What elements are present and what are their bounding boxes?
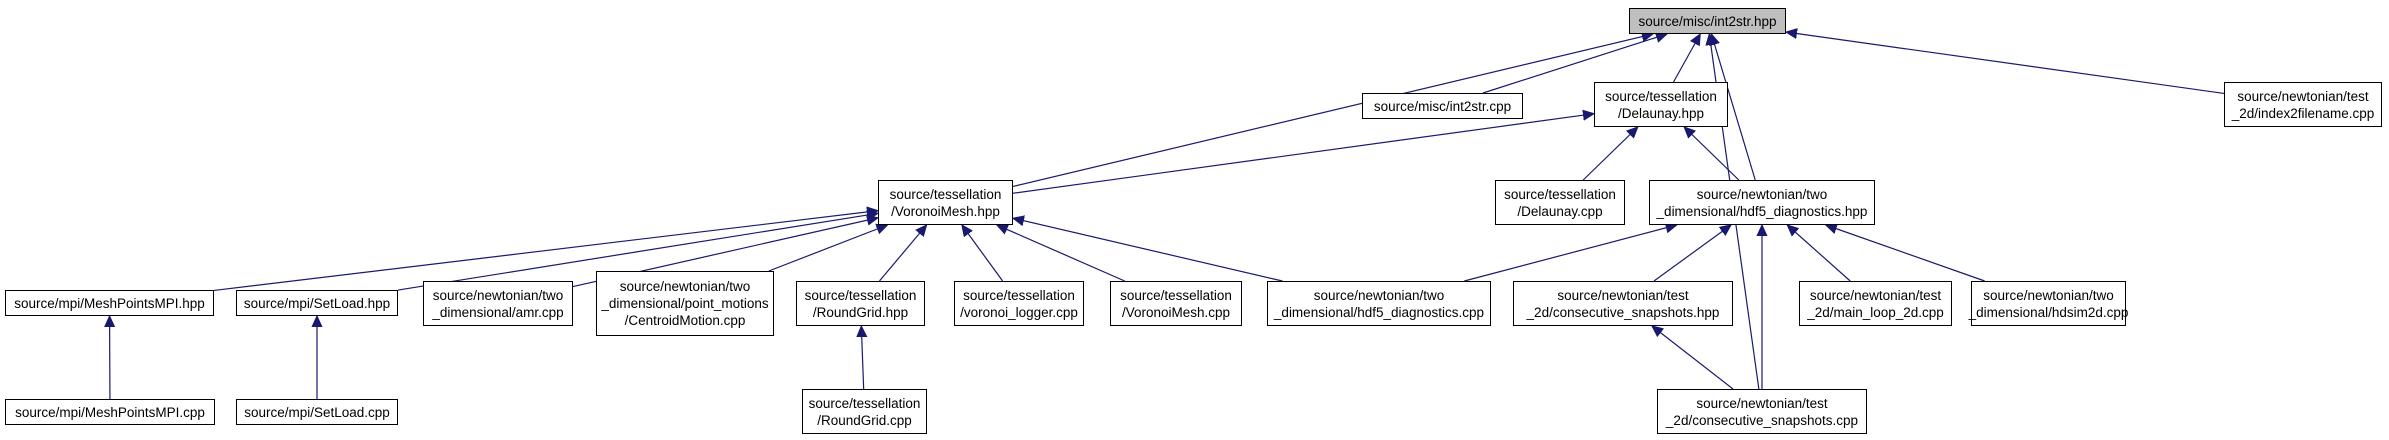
node-label-line: source/mpi/SetLoad.hpp [243, 295, 391, 311]
node-label-line: _2d/consecutive_snapshots.hpp [1526, 304, 1720, 320]
node-label-line: source/newtonian/two [1983, 287, 2114, 303]
edge-n14-to-n4 [1013, 218, 1283, 282]
edge-n12-to-n4 [962, 225, 1004, 282]
edge-n4-to-n0 [1012, 34, 1653, 188]
node-tessellation-delaunay-cpp[interactable]: source/tessellation/Delaunay.cpp [1495, 180, 1625, 225]
node-label-line: _2d/consecutive_snapshots.cpp [1665, 412, 1859, 428]
node-label-line: source/mpi/MeshPointsMPI.cpp [15, 404, 205, 420]
node-two-dimensional-hdsim2d-cpp[interactable]: source/newtonian/two_dimensional/hdsim2d… [1968, 281, 2129, 326]
node-label-line: source/misc/int2str.cpp [1373, 98, 1512, 114]
node-label-line: source/newtonian/test [1696, 395, 1828, 411]
node-mpi-meshpointsmpi-hpp[interactable]: source/mpi/MeshPointsMPI.hpp [5, 290, 214, 316]
edge-n5-to-n2 [1582, 127, 1638, 181]
edge-n1-to-n0 [1482, 34, 1667, 94]
node-tessellation-delaunay-hpp[interactable]: source/tessellation/Delaunay.hpp [1594, 82, 1728, 127]
node-two-dimensional-amr-cpp[interactable]: source/newtonian/two_dimensional/amr.cpp [423, 281, 573, 326]
node-tessellation-roundgrid-cpp[interactable]: source/tessellation/RoundGrid.cpp [802, 389, 927, 434]
edge-n10-to-n4 [768, 225, 888, 272]
edge-n3-to-n0 [1786, 32, 2225, 95]
node-misc-int2str-hpp[interactable]: source/misc/int2str.hpp [1629, 8, 1786, 34]
edge-n11-to-n4 [878, 225, 926, 282]
node-tessellation-roundgrid-hpp[interactable]: source/tessellation/RoundGrid.hpp [796, 281, 925, 326]
node-test-2d-main-loop-2d-cpp[interactable]: source/newtonian/test_2d/main_loop_2d.cp… [1799, 281, 1952, 326]
node-label-line: /CentroidMotion.cpp [624, 313, 746, 328]
node-label-line: source/newtonian/two [1313, 287, 1445, 303]
node-label-line: /RoundGrid.cpp [817, 412, 912, 428]
node-two-dimensional-hdf5-diagnostics-hpp[interactable]: source/newtonian/two_dimensional/hdf5_di… [1649, 180, 1875, 225]
node-label-line: source/newtonian/test [2237, 88, 2369, 104]
edge-n14-to-n6 [1464, 225, 1676, 282]
node-tessellation-voronoi-logger-cpp[interactable]: source/tessellation/voronoi_logger.cpp [954, 281, 1084, 326]
node-label-line: /VoronoiMesh.hpp [891, 203, 1000, 219]
node-label-line: source/misc/int2str.hpp [1638, 13, 1777, 29]
node-label-line: source/mpi/MeshPointsMPI.hpp [14, 295, 205, 311]
node-label-line: source/tessellation [1504, 186, 1616, 202]
node-label-line: _dimensional/hdsim2d.cpp [1968, 304, 2129, 320]
edge-n21-to-n15 [1652, 326, 1734, 390]
node-test-2d-consecutive-snapshots-cpp[interactable]: source/newtonian/test_2d/consecutive_sna… [1657, 389, 1867, 434]
node-label-line: source/tessellation [808, 395, 921, 411]
node-label-line: _dimensional/point_motions [601, 296, 769, 311]
edge-n15-to-n6 [1653, 225, 1731, 282]
node-label-line: source/newtonian/two [1696, 186, 1828, 202]
node-label-line: /RoundGrid.hpp [812, 304, 909, 320]
node-mpi-setload-hpp[interactable]: source/mpi/SetLoad.hpp [236, 290, 398, 316]
edge-n6-to-n2 [1684, 127, 1740, 181]
node-label-line: source/newtonian/test [1557, 287, 1689, 303]
node-label-line: _2d/main_loop_2d.cpp [1807, 304, 1944, 320]
node-two-dimensional-hdf5-diagnostics-cpp[interactable]: source/newtonian/two_dimensional/hdf5_di… [1267, 281, 1491, 326]
node-label-line: source/tessellation [1605, 88, 1717, 104]
node-tessellation-voronoimesh-hpp[interactable]: source/tessellation/VoronoiMesh.hpp [878, 180, 1013, 225]
node-label-line: _dimensional/hdf5_diagnostics.cpp [1273, 304, 1485, 320]
node-label-line: /VoronoiMesh.cpp [1121, 304, 1231, 320]
edge-n20-to-n11 [861, 326, 863, 390]
edge-n17-to-n6 [1826, 225, 1985, 282]
node-label-line: _2d/index2filename.cpp [2231, 105, 2375, 121]
node-label-line: source/newtonian/test [1809, 287, 1942, 303]
edge-n6-to-n0 [1711, 34, 1756, 181]
node-point-motions-centroidmotion-cpp[interactable]: source/newtonian/two _dimensional/point_m… [596, 271, 774, 336]
node-mpi-meshpointsmpi-cpp[interactable]: source/mpi/MeshPointsMPI.cpp [5, 399, 215, 425]
node-label-line: source/mpi/SetLoad.cpp [244, 404, 390, 420]
edge-n13-to-n4 [997, 225, 1125, 282]
node-label-line: _dimensional/amr.cpp [432, 304, 564, 320]
node-test-2d-index2filename-cpp[interactable]: source/newtonian/test_2d/index2filename.… [2224, 82, 2382, 127]
node-label-line: source/newtonian/two [619, 279, 751, 294]
edge-n8-to-n4 [397, 213, 878, 291]
node-tessellation-voronoimesh-cpp[interactable]: source/tessellation/VoronoiMesh.cpp [1110, 281, 1242, 326]
node-mpi-setload-cpp[interactable]: source/mpi/SetLoad.cpp [236, 399, 398, 425]
node-label-line: _dimensional/hdf5_diagnostics.hpp [1656, 203, 1868, 219]
edge-n16-to-n6 [1787, 225, 1851, 282]
node-misc-int2str-cpp[interactable]: source/misc/int2str.cpp [1362, 93, 1523, 119]
node-label-line: /Delaunay.hpp [1617, 105, 1705, 121]
node-test-2d-consecutive-snapshots-hpp[interactable]: source/newtonian/test_2d/consecutive_sna… [1513, 281, 1733, 326]
edge-n4-to-n2 [1012, 114, 1594, 194]
node-label-line: source/tessellation [804, 287, 917, 303]
node-label-line: source/tessellation [889, 186, 1002, 202]
edge-n2-to-n0 [1673, 34, 1701, 83]
node-label-line: source/newtonian/two [432, 287, 564, 303]
node-label-line: source/tessellation [1120, 287, 1232, 303]
node-label-line: /Delaunay.cpp [1517, 203, 1603, 219]
node-label-line: /voronoi_logger.cpp [960, 304, 1078, 320]
edge-n7-to-n4 [213, 211, 878, 292]
node-label-line: source/tessellation [963, 287, 1075, 303]
